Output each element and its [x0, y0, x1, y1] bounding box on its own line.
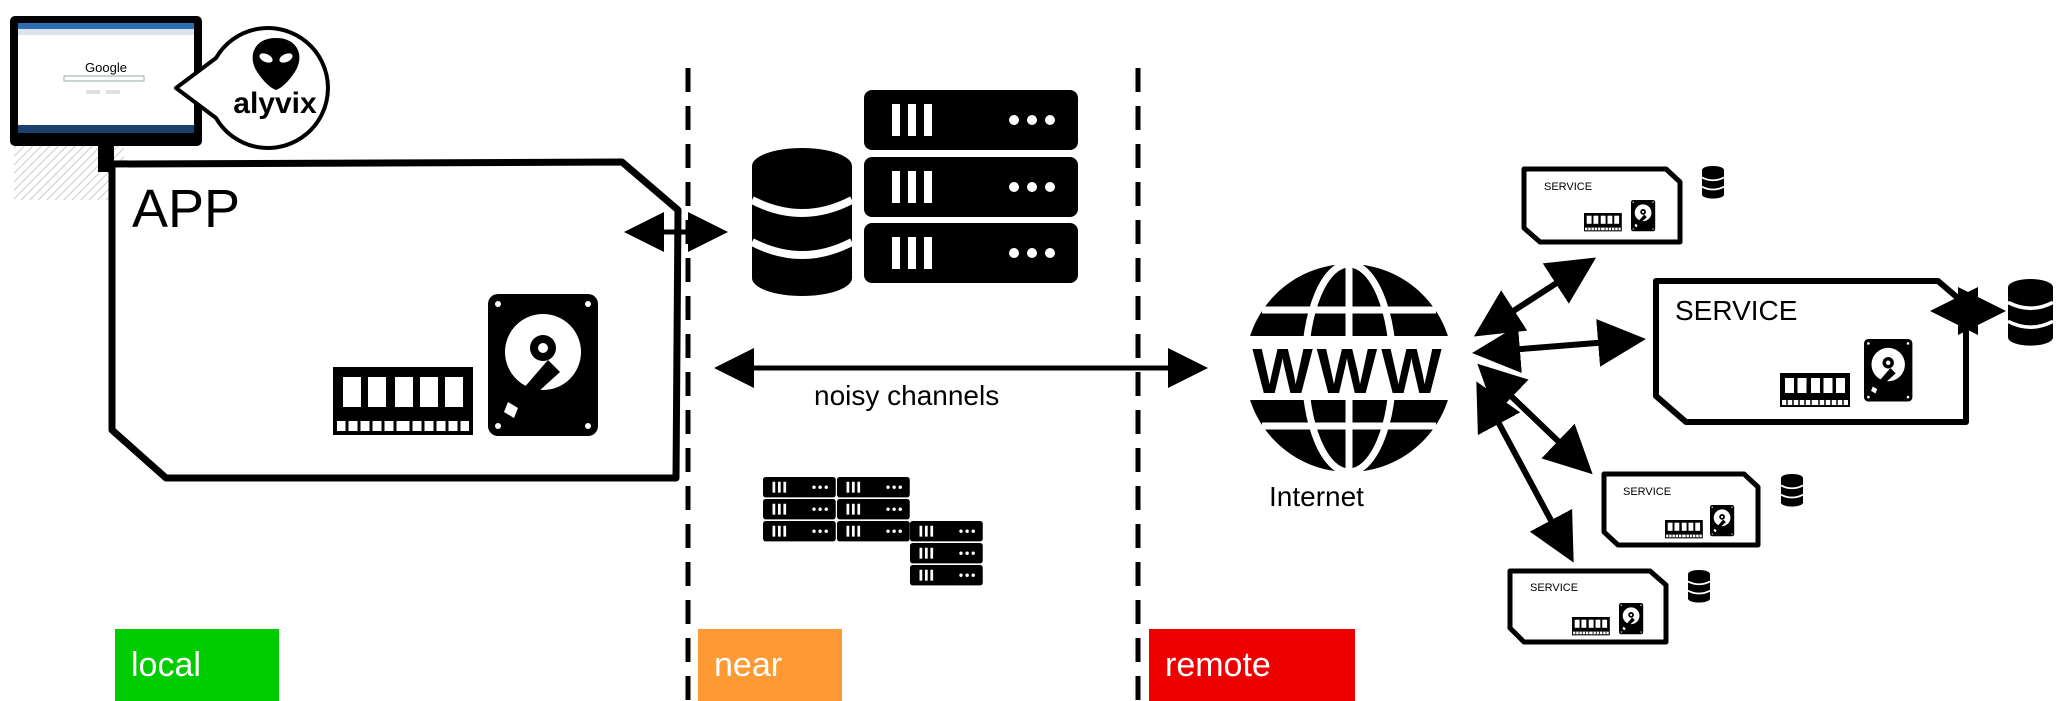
svg-text:WWW: WWW [1252, 335, 1445, 407]
alien-icon [252, 38, 300, 90]
hard-drive-icon [1631, 200, 1656, 232]
alyvix-badge: alyvix [174, 26, 330, 150]
service-box-1: SERVICE [1521, 165, 1725, 245]
monitor-icon: Google [10, 16, 202, 200]
service-box-2: SERVICE [1653, 277, 2055, 425]
hard-drive-icon [1710, 505, 1735, 537]
internet-service-3-arrow [1477, 363, 1593, 475]
app-label: APP [132, 179, 240, 239]
internet-label: Internet [1269, 481, 1364, 512]
zone-near-label: near [698, 629, 842, 701]
database-icon [1701, 165, 1725, 200]
database-icon [1780, 473, 1804, 508]
zone-remote-label: remote [1149, 629, 1355, 701]
globe-www-icon: WWW [1238, 260, 1460, 476]
service-box-3: SERVICE [1601, 471, 1804, 548]
service-3-label: SERVICE [1623, 486, 1671, 498]
internet-service-1-arrow [1473, 257, 1597, 337]
database-icon [752, 148, 852, 296]
zone-local-label: local [115, 629, 279, 701]
database-icon [1687, 569, 1711, 604]
hard-drive-icon [1619, 603, 1644, 635]
service-2-label: SERVICE [1675, 295, 1797, 326]
database-icon [2006, 277, 2055, 348]
hard-drive-icon [1864, 339, 1913, 402]
google-logo: Google [85, 60, 127, 75]
service-box-4: SERVICE [1507, 568, 1711, 645]
server-cluster-icon [763, 477, 983, 586]
noisy-channels-label: noisy channels [814, 380, 999, 411]
service-1-label: SERVICE [1544, 181, 1592, 193]
server-rack-icon [864, 90, 1078, 283]
service-4-label: SERVICE [1530, 582, 1578, 594]
alyvix-logo-text: alyvix [233, 87, 317, 120]
internet-service-2-arrow [1472, 318, 1646, 374]
internet-service-4-arrow [1476, 381, 1574, 563]
hard-drive-icon [488, 294, 598, 436]
